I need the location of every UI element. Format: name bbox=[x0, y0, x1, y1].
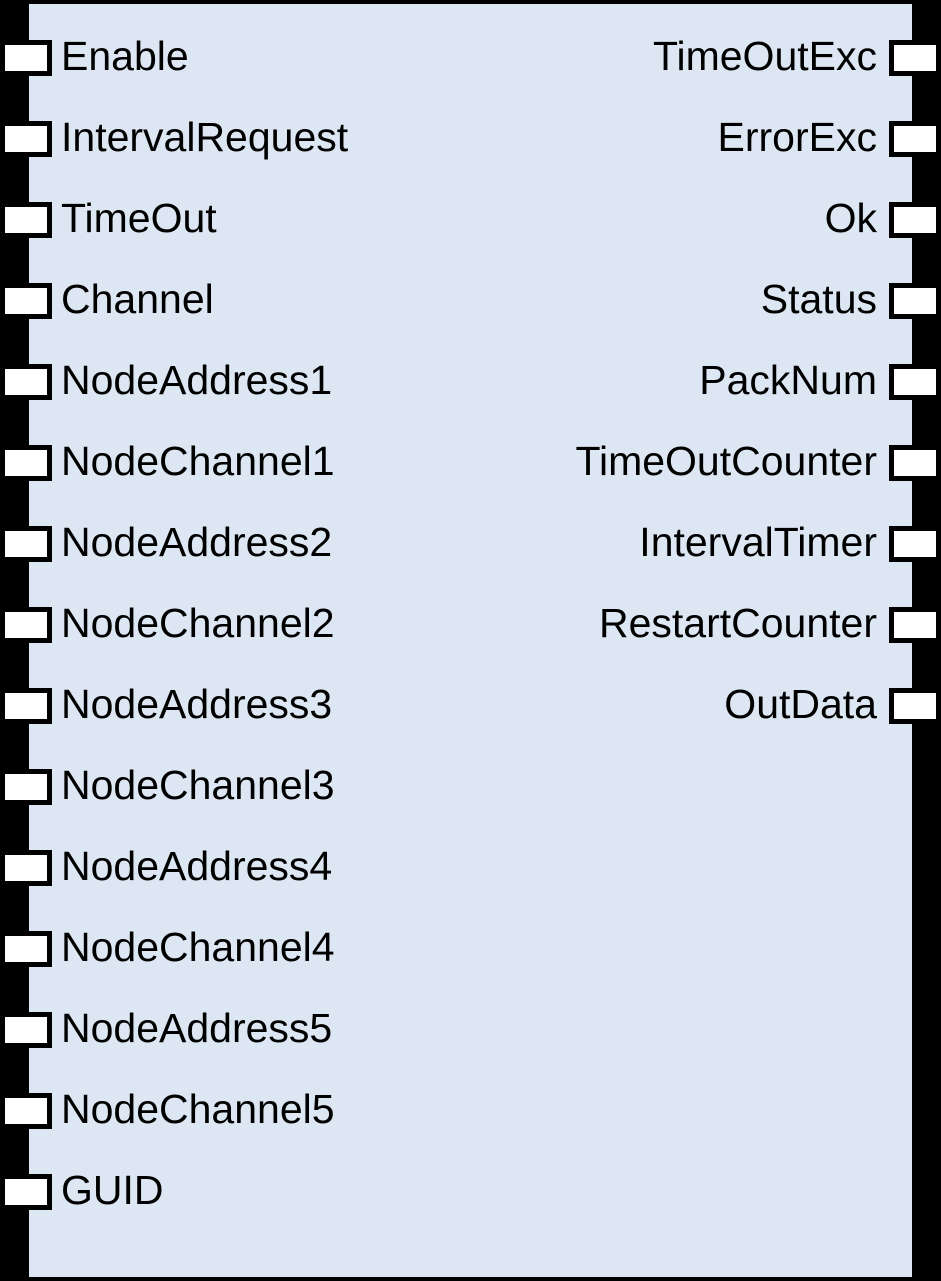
input-pin-label: Enable bbox=[61, 32, 189, 79]
output-pin-connector-icon[interactable] bbox=[889, 607, 941, 643]
input-pin-channel[interactable]: Channel bbox=[0, 278, 214, 324]
input-pin-nodechannel5[interactable]: NodeChannel5 bbox=[0, 1088, 335, 1134]
output-pin-restartcounter[interactable]: RestartCounter bbox=[599, 602, 941, 648]
input-pin-connector-icon[interactable] bbox=[0, 688, 52, 724]
input-pin-connector-icon[interactable] bbox=[0, 202, 52, 238]
output-pin-label: Ok bbox=[824, 194, 877, 241]
input-pin-nodeaddress4[interactable]: NodeAddress4 bbox=[0, 845, 332, 891]
input-pin-connector-icon[interactable] bbox=[0, 121, 52, 157]
output-pin-connector-icon[interactable] bbox=[889, 121, 941, 157]
output-pin-timeoutexc[interactable]: TimeOutExc bbox=[653, 35, 941, 81]
output-pin-label: Status bbox=[760, 275, 877, 322]
input-pin-enable[interactable]: Enable bbox=[0, 35, 189, 81]
input-pin-nodeaddress5[interactable]: NodeAddress5 bbox=[0, 1007, 332, 1053]
input-pin-connector-icon[interactable] bbox=[0, 40, 52, 76]
output-pin-errorexc[interactable]: ErrorExc bbox=[718, 116, 941, 162]
input-pin-label: NodeAddress5 bbox=[61, 1004, 333, 1051]
output-pin-status[interactable]: Status bbox=[761, 278, 941, 324]
input-pin-nodeaddress1[interactable]: NodeAddress1 bbox=[0, 359, 332, 405]
input-pin-connector-icon[interactable] bbox=[0, 1093, 52, 1129]
input-pin-nodechannel4[interactable]: NodeChannel4 bbox=[0, 926, 335, 972]
input-pin-connector-icon[interactable] bbox=[0, 283, 52, 319]
output-pin-connector-icon[interactable] bbox=[889, 445, 941, 481]
input-pin-nodechannel2[interactable]: NodeChannel2 bbox=[0, 602, 335, 648]
output-pin-connector-icon[interactable] bbox=[889, 202, 941, 238]
function-block-body[interactable] bbox=[29, 0, 915, 1281]
input-pin-connector-icon[interactable] bbox=[0, 364, 52, 400]
input-pin-label: NodeAddress1 bbox=[61, 356, 333, 403]
input-pin-nodechannel3[interactable]: NodeChannel3 bbox=[0, 764, 335, 810]
output-pin-label: RestartCounter bbox=[598, 599, 877, 646]
input-pin-connector-icon[interactable] bbox=[0, 850, 52, 886]
output-pin-label: PackNum bbox=[699, 356, 877, 403]
input-pin-connector-icon[interactable] bbox=[0, 445, 52, 481]
input-pin-label: GUID bbox=[61, 1166, 164, 1213]
input-pin-label: NodeAddress4 bbox=[61, 842, 333, 889]
input-pin-intervalrequest[interactable]: IntervalRequest bbox=[0, 116, 348, 162]
output-pin-label: TimeOutCounter bbox=[575, 437, 877, 484]
output-pin-label: IntervalTimer bbox=[639, 518, 877, 565]
output-pin-timeoutcounter[interactable]: TimeOutCounter bbox=[575, 440, 941, 486]
input-pin-connector-icon[interactable] bbox=[0, 1174, 52, 1210]
output-pin-connector-icon[interactable] bbox=[889, 283, 941, 319]
input-pin-label: NodeAddress2 bbox=[61, 518, 333, 565]
input-pin-connector-icon[interactable] bbox=[0, 526, 52, 562]
input-pin-label: NodeChannel5 bbox=[61, 1085, 335, 1132]
input-pin-connector-icon[interactable] bbox=[0, 607, 52, 643]
input-pin-label: IntervalRequest bbox=[61, 113, 349, 160]
input-pin-connector-icon[interactable] bbox=[0, 1012, 52, 1048]
input-pin-connector-icon[interactable] bbox=[0, 931, 52, 967]
input-pin-label: Channel bbox=[61, 275, 214, 322]
output-pin-connector-icon[interactable] bbox=[889, 526, 941, 562]
input-pin-label: NodeChannel3 bbox=[61, 761, 335, 808]
output-pin-connector-icon[interactable] bbox=[889, 688, 941, 724]
input-pin-label: TimeOut bbox=[61, 194, 217, 241]
output-pin-packnum[interactable]: PackNum bbox=[699, 359, 941, 405]
output-pin-connector-icon[interactable] bbox=[889, 40, 941, 76]
output-pin-ok[interactable]: Ok bbox=[825, 197, 941, 243]
output-pin-label: OutData bbox=[724, 680, 877, 727]
input-pin-nodeaddress2[interactable]: NodeAddress2 bbox=[0, 521, 332, 567]
input-pin-nodechannel1[interactable]: NodeChannel1 bbox=[0, 440, 335, 486]
output-pin-label: TimeOutExc bbox=[652, 32, 877, 79]
input-pin-label: NodeChannel4 bbox=[61, 923, 335, 970]
input-pin-connector-icon[interactable] bbox=[0, 769, 52, 805]
input-pin-timeout[interactable]: TimeOut bbox=[0, 197, 217, 243]
output-pin-outdata[interactable]: OutData bbox=[724, 683, 941, 729]
input-pin-label: NodeAddress3 bbox=[61, 680, 333, 727]
input-pin-guid[interactable]: GUID bbox=[0, 1169, 164, 1215]
input-pin-label: NodeChannel2 bbox=[61, 599, 335, 646]
output-pin-label: ErrorExc bbox=[717, 113, 877, 160]
input-pin-nodeaddress3[interactable]: NodeAddress3 bbox=[0, 683, 332, 729]
output-pin-connector-icon[interactable] bbox=[889, 364, 941, 400]
output-pin-intervaltimer[interactable]: IntervalTimer bbox=[639, 521, 941, 567]
input-pin-label: NodeChannel1 bbox=[61, 437, 335, 484]
